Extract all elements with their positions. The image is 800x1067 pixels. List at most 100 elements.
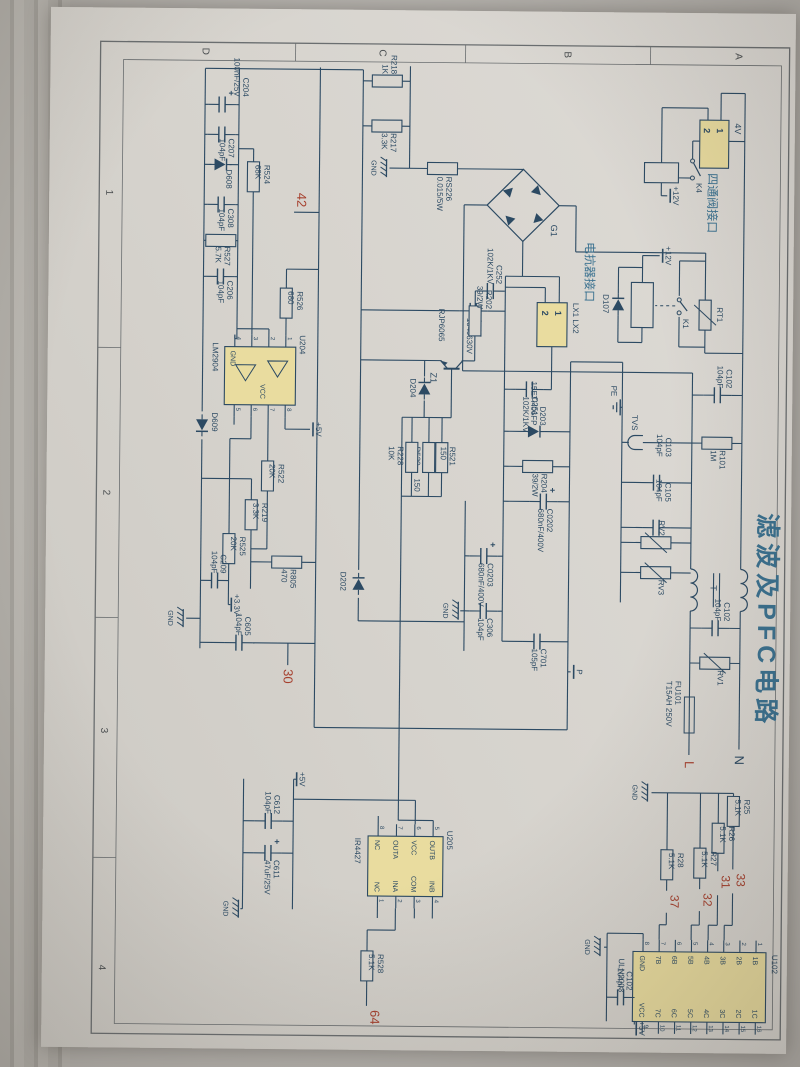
net-L: L [682,761,697,768]
k4-contact [689,158,701,181]
svg-text:R26: R26 [727,826,736,841]
k4-coil [643,161,680,184]
svg-text:68K: 68K [253,165,262,180]
svg-text:3: 3 [252,337,258,341]
svg-text:R521: R521 [448,447,457,467]
svg-text:C251: C251 [530,396,539,416]
svg-text:2C: 2C [734,1010,741,1019]
svg-text:104pF: 104pF [655,434,664,457]
svg-text:6C: 6C [670,1009,677,1018]
svg-text:1M: 1M [709,450,718,462]
svg-text:OUTB: OUTB [428,841,435,861]
svg-text:37: 37 [667,895,681,909]
svg-text:2: 2 [740,943,746,947]
svg-text:C206: C206 [225,281,234,301]
svg-text:GND: GND [166,610,173,626]
z1 [440,360,464,370]
svg-text:D204: D204 [408,378,417,398]
svg-text:RV1: RV1 [716,670,725,686]
svg-text:C252: C252 [494,265,503,285]
svg-text:2: 2 [396,899,402,903]
svg-text:5C: 5C [686,1009,693,1018]
svg-text:100nF/25V: 100nF/25V [232,57,241,97]
svg-text:6: 6 [251,408,257,412]
svg-text:3: 3 [414,899,420,903]
svg-text:GND: GND [638,956,645,972]
p-term: P [572,664,584,679]
svg-text:2: 2 [269,337,275,341]
net-30: 30 [281,669,296,684]
svg-text:680: 680 [286,291,295,305]
svg-text:6: 6 [675,942,681,946]
svg-text:K4: K4 [694,183,703,193]
svg-text:R526: R526 [295,291,304,311]
svg-text:104pF: 104pF [263,791,272,814]
svg-text:NC: NC [373,840,380,850]
svg-text:R527: R527 [223,247,232,267]
svg-text:9: 9 [642,1025,648,1029]
svg-text:104pF: 104pF [216,280,225,303]
svg-text:P: P [575,669,584,674]
svg-text:7B: 7B [654,956,661,965]
choke-n [740,568,749,613]
svg-text:C306: C306 [485,618,494,638]
svg-text:13: 13 [707,1025,713,1032]
svg-text:12: 12 [691,1025,697,1032]
svg-text:NC: NC [373,882,380,892]
svg-text:5.1K: 5.1K [700,851,709,868]
svg-text:4B: 4B [702,956,709,965]
svg-text:RT1: RT1 [715,307,724,323]
svg-text:INA: INA [391,880,398,892]
svg-text:VCC: VCC [410,840,417,855]
svg-text:47uF/25V: 47uF/25V [263,860,272,895]
svg-text:16: 16 [755,1026,761,1033]
svg-text:C204: C204 [241,78,250,98]
svg-text:5: 5 [433,827,439,831]
p3v3: +3.3V [230,594,241,616]
svg-text:5.1K: 5.1K [667,853,676,870]
svg-text:30: 30 [281,669,296,684]
svg-text:105pF: 105pF [530,648,539,671]
svg-text:33: 33 [734,873,748,887]
svg-text:D608: D608 [224,170,233,190]
svg-text:C0203: C0203 [485,563,494,587]
svg-text:OUTA: OUTA [391,840,398,859]
svg-text:RV2: RV2 [657,520,666,536]
svg-text:3.3K: 3.3K [380,133,389,150]
svg-text:R28: R28 [676,853,685,868]
label-lm2904: LM2904 [211,342,220,372]
svg-text:7C: 7C [654,1009,661,1018]
svg-text:Z1: Z1 [428,372,438,383]
svg-text:+12V: +12V [671,186,680,206]
svg-text:2: 2 [540,311,550,316]
label-u102: U102 [770,955,779,975]
svg-text:+3.3V: +3.3V [232,594,241,616]
svg-text:D202: D202 [338,572,347,592]
svg-text:104pF: 104pF [210,551,219,574]
svg-text:2B: 2B [735,956,742,965]
svg-text:15ETH06FP: 15ETH06FP [529,381,538,425]
svg-text:6B: 6B [670,956,677,965]
svg-text:T15AH 250V: T15AH 250V [664,681,673,728]
k1-contact [676,297,688,316]
svg-text:C103: C103 [664,438,673,458]
svg-text:RV3: RV3 [656,580,665,596]
p12v-k4: +12V [669,186,680,206]
label-ir4427: IR4427 [353,838,362,864]
svg-text:C701: C701 [539,649,548,669]
svg-text:5: 5 [234,408,240,412]
svg-text:GND: GND [583,939,590,955]
svg-text:1: 1 [286,337,292,341]
svg-text:+: + [272,839,282,844]
